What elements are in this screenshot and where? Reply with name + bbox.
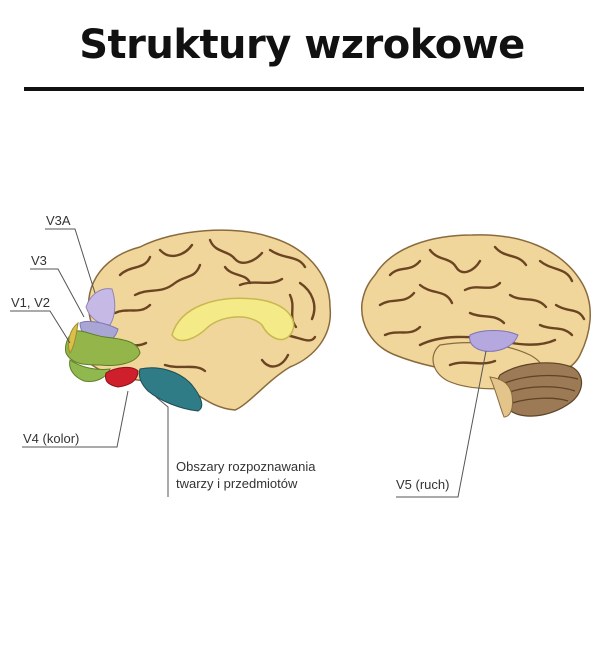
label-v4: V4 (kolor) [23, 431, 80, 446]
region-v5 [469, 330, 519, 352]
title-underline [24, 87, 584, 91]
page-title: Struktury wzrokowe [79, 22, 525, 68]
label-faces-line1: Obszary rozpoznawania [176, 459, 316, 474]
leader-lines [10, 228, 487, 498]
medial-brain-gyri [108, 238, 317, 373]
label-v5: V5 (ruch) [396, 477, 450, 492]
brain-figure: V3A V3 V1, V2 V4 (kolor) Obszary rozpozn… [0, 195, 604, 505]
medial-brain [65, 229, 332, 412]
region-v4 [105, 366, 139, 388]
brainstem [489, 376, 513, 418]
region-v1-v2-lower [69, 359, 111, 382]
label-faces-line2: twarzy i przedmiotów [176, 476, 298, 491]
label-v3: V3 [31, 253, 47, 268]
leader-v3a [45, 228, 96, 294]
leader-v3 [30, 268, 85, 318]
leader-v4 [22, 390, 129, 448]
leader-v1-v2 [10, 310, 71, 344]
leader-faces [155, 396, 169, 497]
label-v3a: V3A [46, 213, 71, 228]
region-v3a [85, 288, 116, 326]
region-faces-objects [138, 367, 203, 412]
occipital-pole [67, 321, 79, 355]
lateral-brain [361, 234, 591, 418]
cerebellum-folia [504, 374, 579, 404]
corpus-callosum [171, 297, 295, 342]
label-v1-v2: V1, V2 [11, 295, 51, 310]
region-v1-v2 [65, 330, 141, 366]
leader-v5 [396, 350, 487, 498]
